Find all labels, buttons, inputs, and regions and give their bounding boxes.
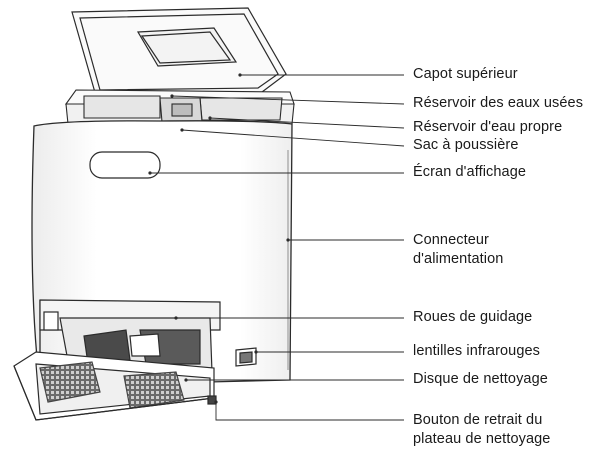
- label-text: Bouton de retrait du: [413, 412, 543, 428]
- leader-dots: [148, 73, 290, 404]
- lower-section: [39, 299, 257, 373]
- label-text: Réservoir des eaux usées: [413, 95, 584, 111]
- label-text: Réservoir d'eau propre: [413, 119, 563, 135]
- label-text: Disque de nettoyage: [413, 371, 548, 387]
- label-bouton-retrait: Bouton de retrait du plateau de nettoyag…: [413, 411, 550, 449]
- label-reservoir-eau-propre: Réservoir d'eau propre: [413, 118, 562, 137]
- label-text: Roues de guidage: [413, 309, 533, 325]
- label-roues-guidage: Roues de guidage: [413, 308, 532, 327]
- leader-lines: [150, 74, 405, 421]
- lid: [71, 7, 287, 97]
- label-text: Connecteur: [413, 232, 489, 248]
- label-text: d'alimentation: [413, 251, 504, 267]
- cleaning-tray: [13, 351, 217, 421]
- label-text: Écran d'affichage: [413, 164, 527, 180]
- label-text: lentilles infrarouges: [413, 343, 541, 359]
- label-capot-superieur: Capot supérieur: [413, 65, 518, 84]
- label-disque-nettoyage: Disque de nettoyage: [413, 370, 548, 389]
- label-text: Capot supérieur: [413, 66, 518, 82]
- label-lentilles-infrarouges: lentilles infrarouges: [413, 342, 540, 361]
- label-text: plateau de nettoyage: [413, 431, 551, 447]
- top-tray: [64, 89, 295, 134]
- label-sac-poussiere: Sac à poussière: [413, 136, 518, 155]
- label-text: Sac à poussière: [413, 137, 519, 153]
- label-ecran-affichage: Écran d'affichage: [413, 163, 526, 182]
- label-reservoir-eaux-usees: Réservoir des eaux usées: [413, 94, 583, 113]
- label-connecteur-alimentation: Connecteur d'alimentation: [413, 231, 503, 269]
